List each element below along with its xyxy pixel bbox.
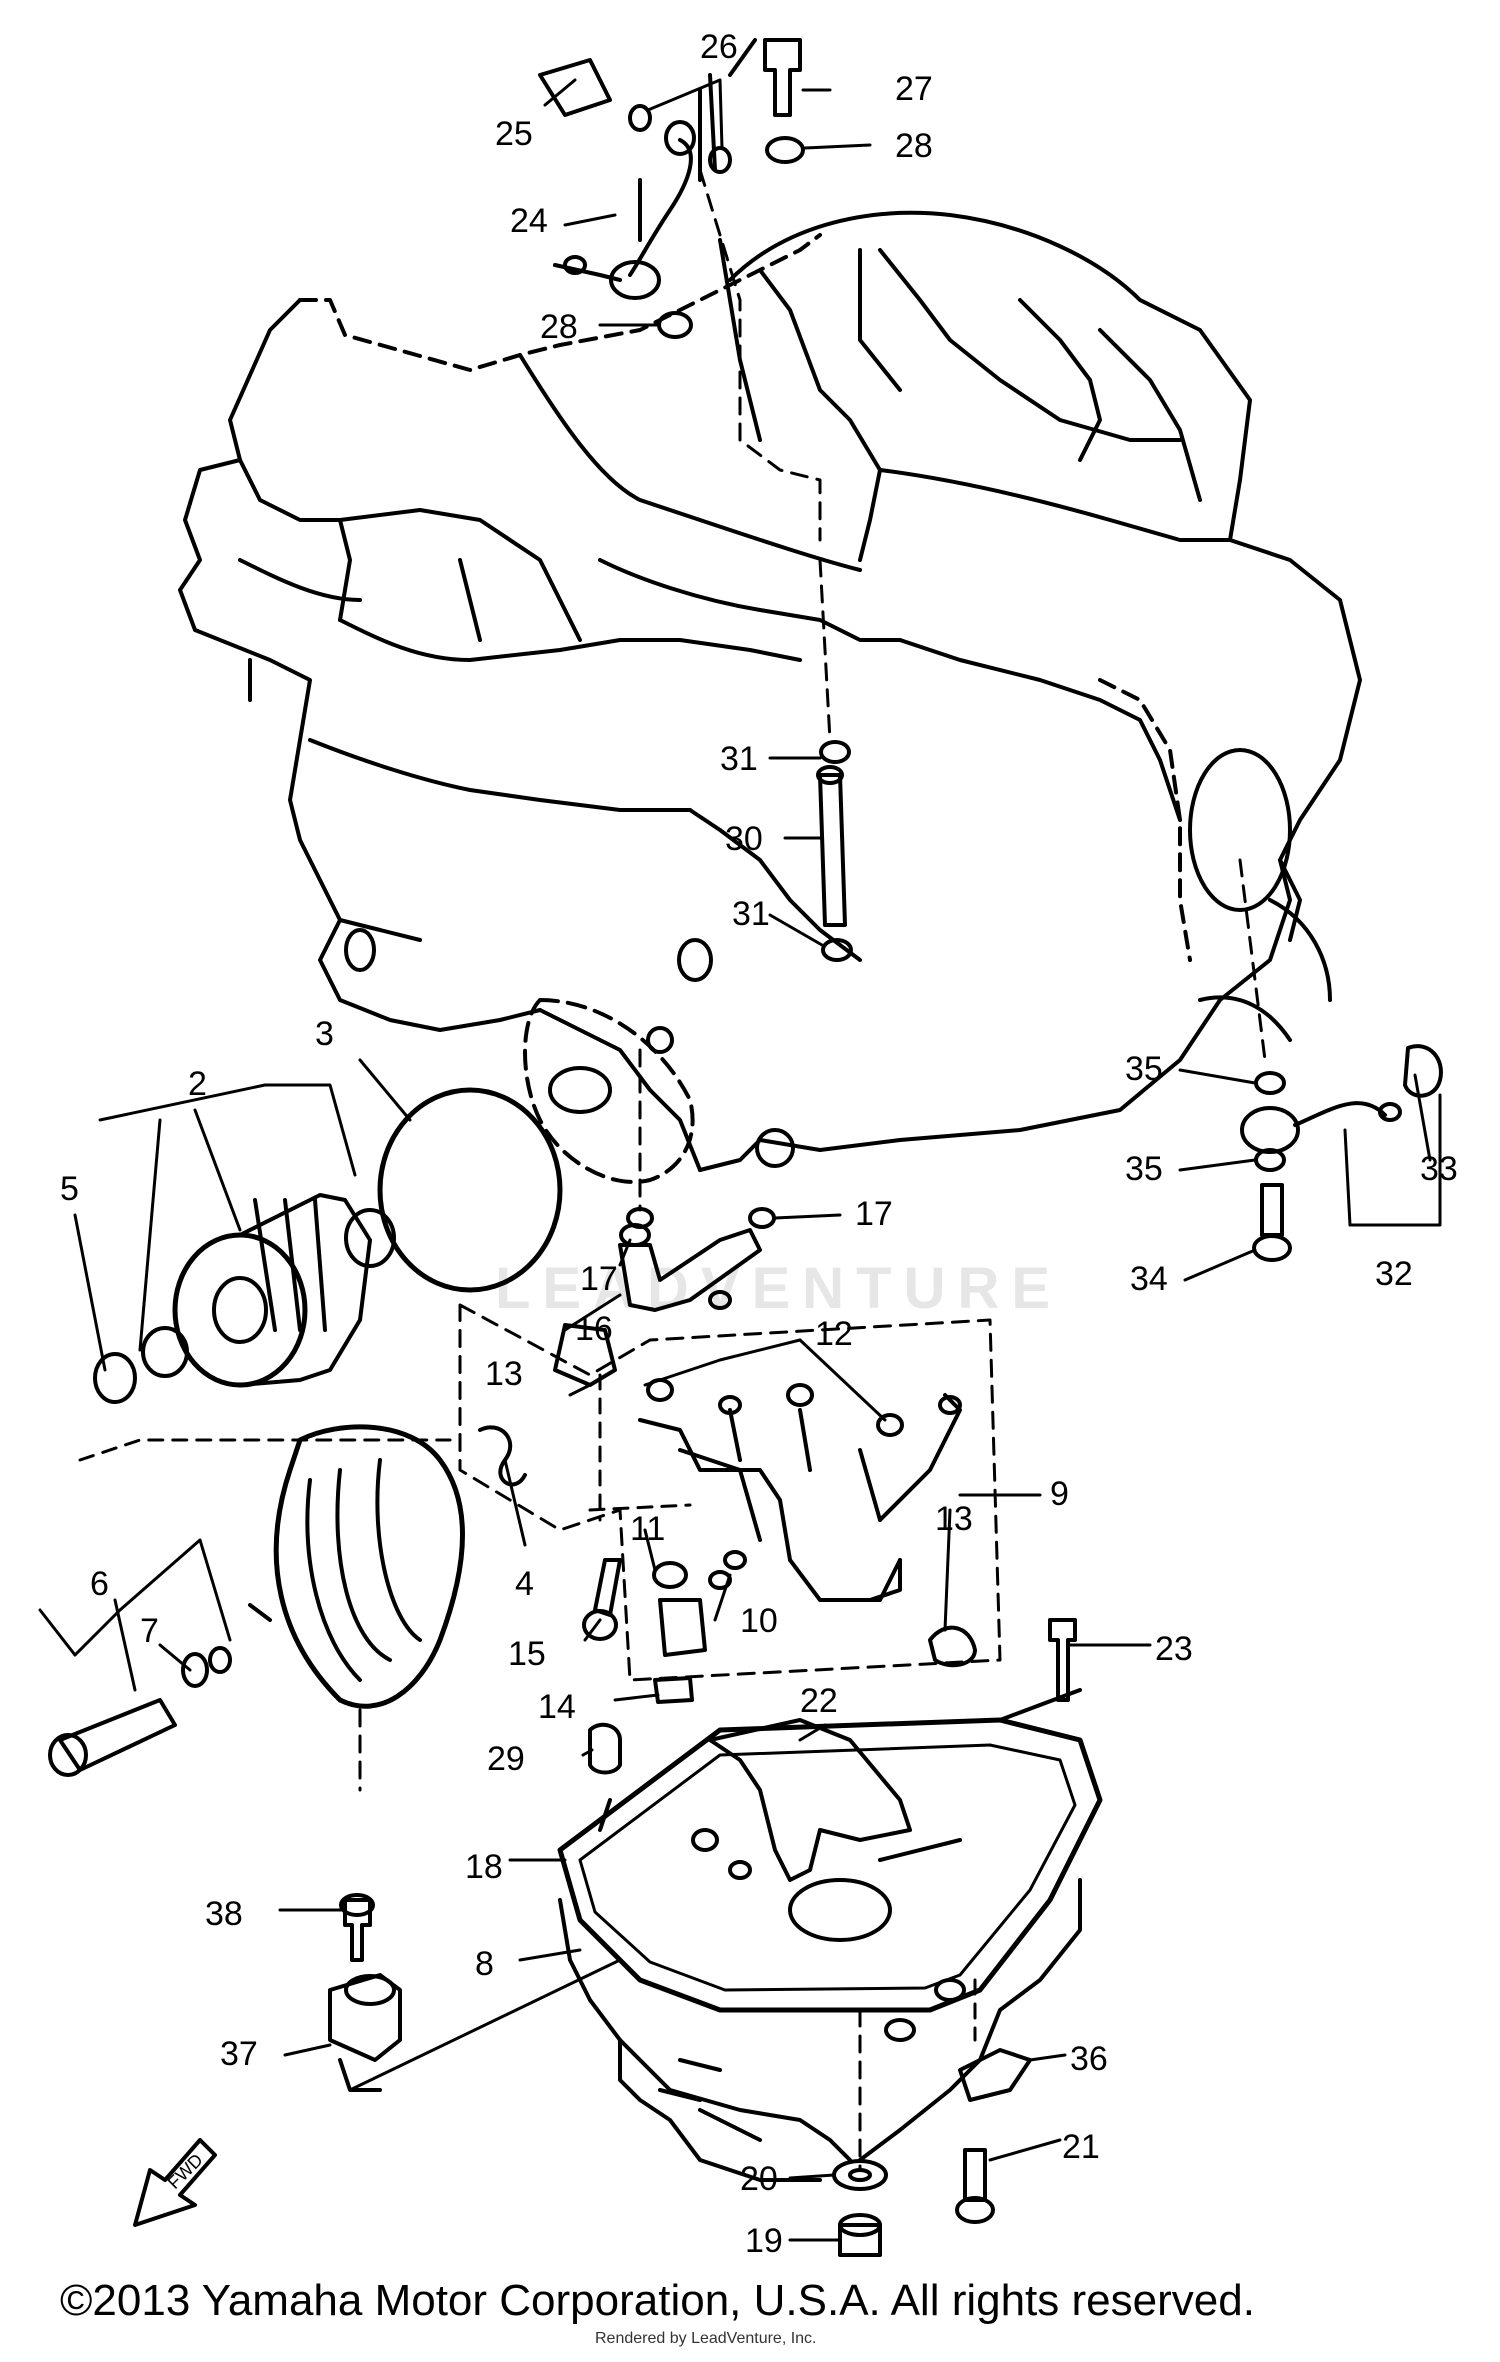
copyright-notice: ©2013 Yamaha Motor Corporation, U.S.A. A…: [60, 2276, 1255, 2325]
callout-23: 23: [1155, 1630, 1193, 1668]
callout-3: 3: [315, 1015, 334, 1053]
callout-34: 34: [1130, 1260, 1168, 1298]
fwd-arrow-icon: FWD: [133, 2138, 217, 2227]
callout-28: 28: [540, 308, 578, 346]
callout-29: 29: [487, 1740, 525, 1778]
oil-pan: [557, 1688, 1103, 2182]
filter-bolt: [58, 1698, 177, 1772]
oil-pipe-24: [628, 138, 693, 277]
bolt-21: [963, 2148, 987, 2202]
callout-33: 33: [1420, 1150, 1458, 1188]
credit-line: Rendered by LeadVenture, Inc.: [595, 2330, 817, 2347]
callout-21: 21: [1062, 2128, 1100, 2166]
callout-36: 36: [1070, 2040, 1108, 2078]
bolt-23: [1048, 1618, 1077, 1702]
callout-19: 19: [745, 2222, 783, 2260]
callout-labels: 25 26 27 28 24 28 31 30 31 3 2 5 35 33 3…: [60, 28, 1458, 2260]
plate-37: [328, 1973, 402, 2062]
oil-filter-element: [172, 1232, 308, 1388]
callout-10: 10: [740, 1602, 778, 1640]
callout-22: 22: [800, 1682, 838, 1720]
collar-14: [653, 1676, 694, 1704]
callout-31: 31: [732, 895, 770, 933]
callout-17: 17: [580, 1260, 618, 1298]
callout-2: 2: [188, 1065, 207, 1103]
callout-16: 16: [575, 1310, 613, 1348]
oil-strainer-assembly: [458, 1207, 1077, 1704]
bolt-25: [538, 58, 612, 117]
callout-37: 37: [220, 2035, 258, 2073]
cover-36: [958, 2048, 1032, 2102]
leader-lines: [73, 78, 1432, 2242]
gasket-18: [557, 1717, 1103, 2013]
callout-15: 15: [508, 1635, 546, 1673]
plug-29: [588, 1722, 622, 1775]
callout-12: 12: [815, 1315, 853, 1353]
grommet-33: [1403, 1044, 1443, 1098]
callout-18: 18: [465, 1848, 503, 1886]
upper-small-parts: [538, 38, 853, 962]
drain-bolt-19: [838, 2223, 882, 2257]
right-oil-pipe: [1240, 1044, 1443, 1262]
callout-6: 6: [90, 1565, 109, 1603]
callout-26: 26: [700, 28, 738, 66]
washer-28: [765, 136, 805, 164]
callout-38: 38: [205, 1895, 243, 1933]
callout-27: 27: [895, 70, 933, 108]
callout-35: 35: [1125, 1050, 1163, 1088]
callout-4: 4: [515, 1565, 534, 1603]
watermark: LEADVENTURE: [495, 1256, 1063, 1321]
callout-30: 30: [725, 820, 763, 858]
elbow-pipe-16: [618, 1228, 762, 1312]
dashed-lead-lines: [358, 168, 1267, 2172]
callout-17: 17: [855, 1195, 893, 1233]
lower-small-parts: [328, 1893, 1032, 2257]
o-ring: [377, 1087, 563, 1293]
crankcase: [178, 210, 1362, 1184]
strainer-22: [708, 1718, 912, 1882]
dowel-pipe-30: [818, 773, 847, 927]
bolt-27: [763, 38, 802, 117]
callout-13: 13: [935, 1500, 973, 1538]
callout-7: 7: [140, 1612, 159, 1650]
oil-filter-assembly: [38, 1083, 563, 1777]
callout-11: 11: [630, 1510, 665, 1548]
callout-5: 5: [60, 1170, 79, 1208]
bolt-38: [343, 1898, 372, 1962]
callout-9: 9: [1050, 1475, 1069, 1513]
oil-filter-cover: [273, 1424, 465, 1709]
callout-31: 31: [720, 740, 758, 778]
callout-25: 25: [495, 115, 533, 153]
oil-pipe-15: [593, 1558, 622, 1617]
callout-35: 35: [1125, 1150, 1163, 1188]
callout-20: 20: [740, 2160, 778, 2198]
callout-14: 14: [538, 1688, 576, 1726]
callout-13: 13: [485, 1355, 523, 1393]
callout-32: 32: [1375, 1255, 1413, 1293]
callout-8: 8: [475, 1945, 494, 1983]
callout-28: 28: [895, 127, 933, 165]
callout-24: 24: [510, 202, 548, 240]
